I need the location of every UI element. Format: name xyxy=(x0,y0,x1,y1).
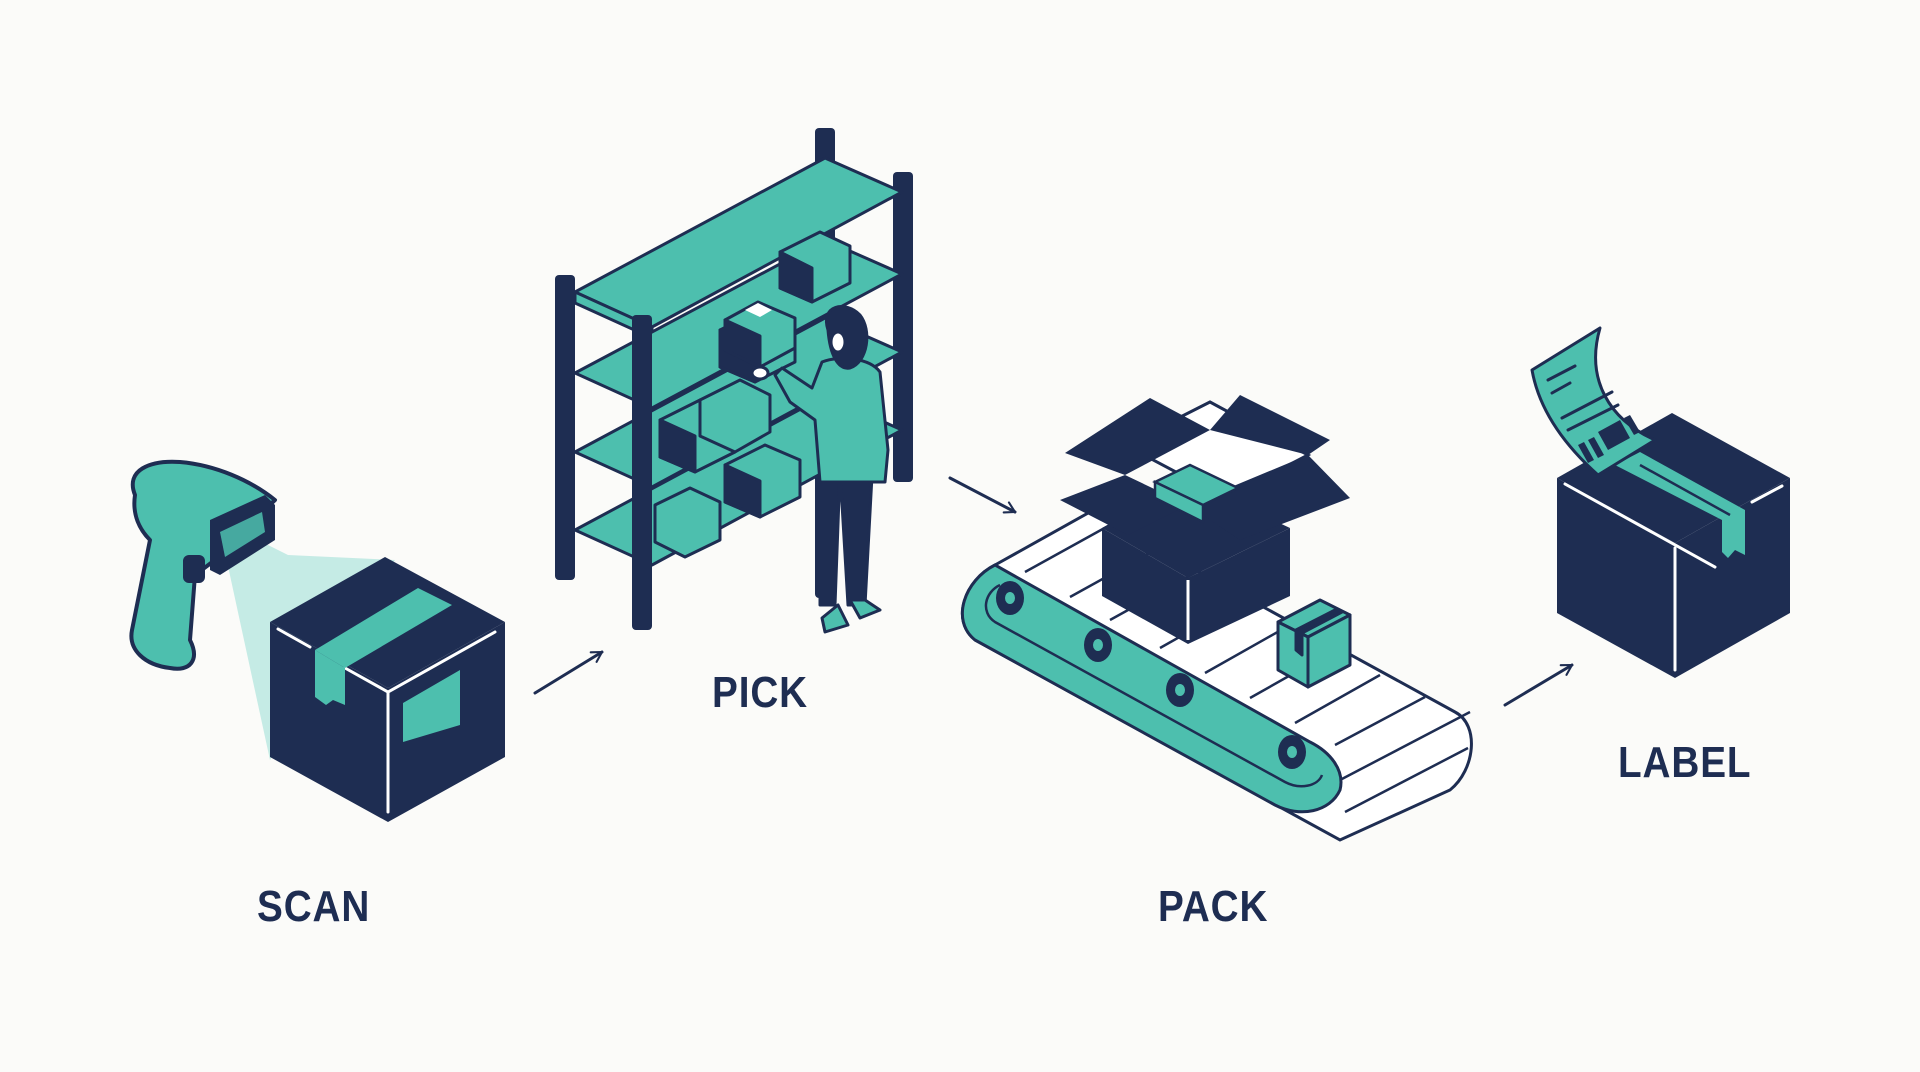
warehouse-worker-icon xyxy=(723,300,890,634)
step-label-pack: PACK xyxy=(1158,882,1269,931)
step-label-label: LABEL xyxy=(1618,738,1752,787)
scan-box-icon xyxy=(270,557,505,822)
flow-arrow-scan-to-pick xyxy=(533,650,604,695)
scan-illustration xyxy=(129,459,505,822)
small-box-icon xyxy=(1276,598,1352,689)
label-illustration xyxy=(1530,326,1790,678)
step-label-pick: PICK xyxy=(712,668,809,717)
conveyor-rollers xyxy=(996,581,1306,769)
step-label-scan: SCAN xyxy=(257,882,371,931)
open-box-icon xyxy=(1060,395,1350,644)
pack-illustration xyxy=(960,395,1473,842)
shipping-label-icon xyxy=(1530,326,1657,477)
flow-arrow-pack-to-label xyxy=(1503,663,1574,707)
pick-illustration xyxy=(555,128,913,634)
flow-arrow-pick-to-pack xyxy=(948,476,1017,514)
